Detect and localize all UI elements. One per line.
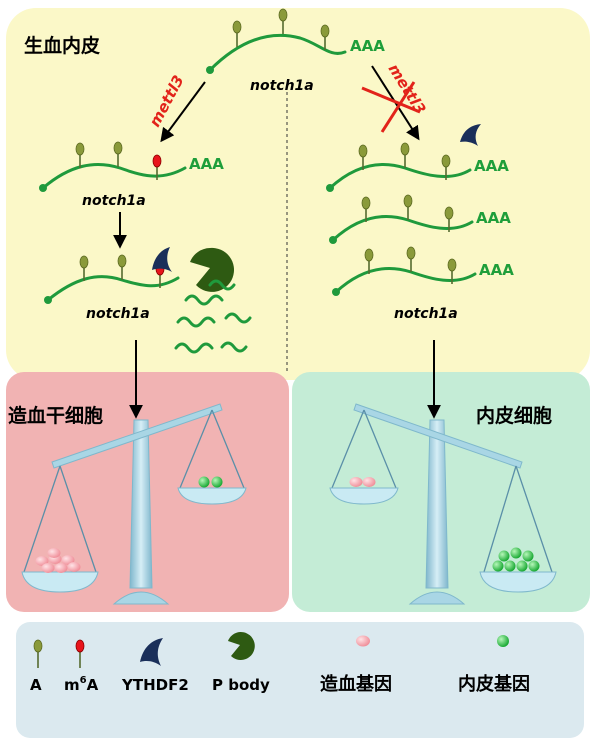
left-title: 造血干细胞 (8, 404, 103, 427)
top-title: 生血内皮 (24, 34, 100, 57)
stable-mrna (332, 246, 477, 296)
polyA-label: AAA (189, 155, 224, 173)
polyA-label: AAA (479, 261, 514, 279)
gene-label: notch1a (86, 306, 150, 322)
polyA-label: AAA (476, 209, 511, 227)
stable-mrna (329, 194, 474, 244)
legend-heme-gene-dot (356, 635, 370, 647)
source-mrna (206, 8, 347, 74)
pan-light (329, 487, 399, 505)
legend-a-label: A (30, 676, 42, 694)
balance-scale-left (23, 403, 245, 605)
gene-label: notch1a (82, 193, 146, 209)
balance-scale-right (331, 403, 553, 605)
right-title: 内皮细胞 (476, 404, 552, 427)
p-body-icon (190, 247, 235, 292)
gene-label: notch1a (394, 306, 458, 322)
stable-mrna (326, 142, 472, 192)
legend-p-body-icon (228, 631, 255, 660)
legend-endo-gene-dot (497, 635, 509, 647)
legend-m6a-icon (75, 639, 85, 668)
legend-m6a-label: m6A (64, 675, 99, 694)
heme-gene-dots (35, 548, 81, 573)
legend-heme-gene-label: 造血基因 (320, 673, 392, 695)
legend-ythdf2-icon (140, 638, 163, 666)
methylated-mrna (39, 141, 187, 192)
heme-gene-dots (349, 477, 376, 487)
polyA-label: AAA (474, 157, 509, 175)
legend-panel (16, 622, 584, 738)
legend-ythdf2-label: YTHDF2 (121, 676, 189, 694)
polyA-label: AAA (350, 37, 385, 55)
gene-label: notch1a (250, 78, 314, 94)
ythdf2-icon (460, 124, 481, 146)
legend: A m6A YTHDF2 P body 造血基因 内皮基因 (30, 631, 530, 695)
pan-light (177, 487, 247, 505)
legend-p-body-label: P body (212, 676, 270, 694)
pan-heavy (479, 571, 557, 593)
degraded-rna-fragments (174, 279, 252, 354)
pan-heavy (21, 571, 99, 593)
endo-gene-dots (198, 476, 223, 488)
ythdf2-icon (152, 247, 172, 272)
endo-gene-dots (492, 547, 540, 572)
methylation-arrow (160, 81, 206, 143)
legend-endo-gene-label: 内皮基因 (458, 673, 530, 695)
legend-a-icon (33, 639, 43, 668)
cross-mark-icon (361, 81, 421, 133)
